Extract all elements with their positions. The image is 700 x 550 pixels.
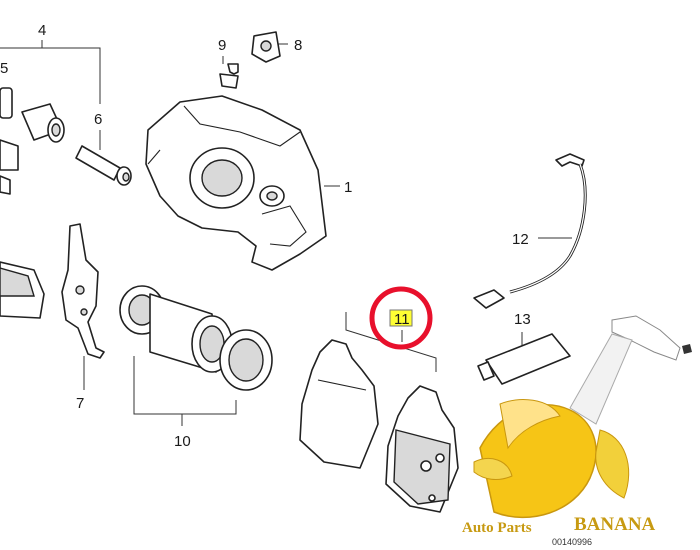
- guide-bolt-part: [75, 130, 132, 186]
- banana-logo: [473, 315, 692, 519]
- callout-11-box: [389, 309, 413, 327]
- callout-13[interactable]: 13: [514, 311, 531, 328]
- callout-10[interactable]: 10: [174, 433, 191, 450]
- callout-8[interactable]: 8: [294, 37, 302, 54]
- callout-6[interactable]: 6: [94, 111, 102, 128]
- drawing-number: 00140996: [552, 537, 592, 547]
- callout-11[interactable]: 11: [394, 311, 410, 328]
- callout-12[interactable]: 12: [512, 231, 529, 248]
- brand-name-small: Auto Parts: [462, 520, 532, 536]
- caliper-housing-part: [145, 95, 340, 271]
- spring-clip-part: [61, 223, 105, 390]
- highlight-ring: [369, 286, 433, 350]
- dust-cap-part: [251, 31, 288, 63]
- wear-sensor-part: [473, 153, 587, 309]
- callout-9[interactable]: 9: [218, 37, 226, 54]
- grease-tube-part: [477, 332, 571, 385]
- piston-seal-kit-part: [119, 285, 273, 426]
- bleed-screw-part: [219, 56, 239, 89]
- callout-1[interactable]: 1: [344, 179, 352, 196]
- brake-pad-set-part: [299, 312, 459, 513]
- brand-name-large: BANANA: [574, 514, 656, 535]
- callout-5[interactable]: 5: [0, 60, 8, 77]
- callout-4[interactable]: 4: [38, 22, 46, 39]
- callout-4-bracket: [0, 40, 101, 104]
- guide-sleeve-part: [0, 87, 65, 195]
- partial-brake-pad: [0, 261, 45, 319]
- callout-7[interactable]: 7: [76, 395, 84, 412]
